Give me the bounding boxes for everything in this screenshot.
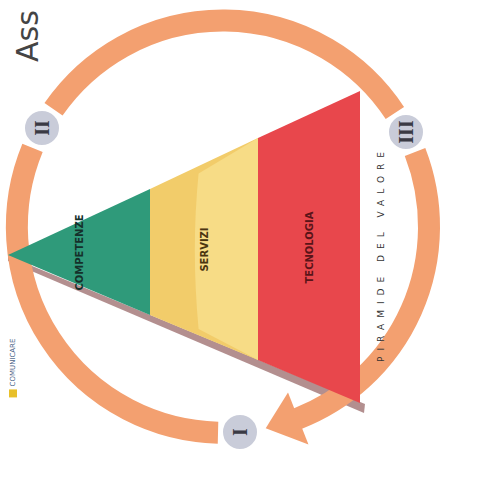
- numeral-badge: II: [22, 108, 62, 148]
- legend-swatch: [9, 389, 17, 397]
- pyramid-band: SERVIZI: [150, 138, 258, 360]
- badge-circle: [24, 110, 61, 147]
- pyramid-caption: PIRAMIDE DEL VALORE: [376, 146, 386, 362]
- page-title-fragment: Ass: [10, 10, 45, 62]
- legend-text: COMUNICARE: [9, 339, 17, 387]
- band-label: TECNOLOGIA: [303, 211, 314, 283]
- numeral-badge: III: [386, 112, 426, 152]
- band-highlight: [195, 138, 258, 360]
- band-label: COMPETENZE: [74, 214, 85, 290]
- legend-item: COMUNICARE: [9, 339, 17, 398]
- pyramid-band: COMPETENZE: [8, 189, 150, 315]
- arrow-head: [266, 392, 309, 444]
- roman-numeral: III: [396, 120, 416, 143]
- badge-circle: [222, 414, 259, 451]
- band-fill: [150, 138, 258, 360]
- roman-numeral: II: [32, 120, 52, 136]
- band-fill: [8, 189, 150, 315]
- band-label: SERVIZI: [198, 227, 209, 271]
- roman-numeral: I: [230, 428, 250, 436]
- pyramid-band: TECNOLOGIA: [258, 91, 360, 403]
- numeral-badge: I: [220, 412, 260, 452]
- badge-circle: [388, 114, 425, 151]
- band-fill: [258, 91, 360, 403]
